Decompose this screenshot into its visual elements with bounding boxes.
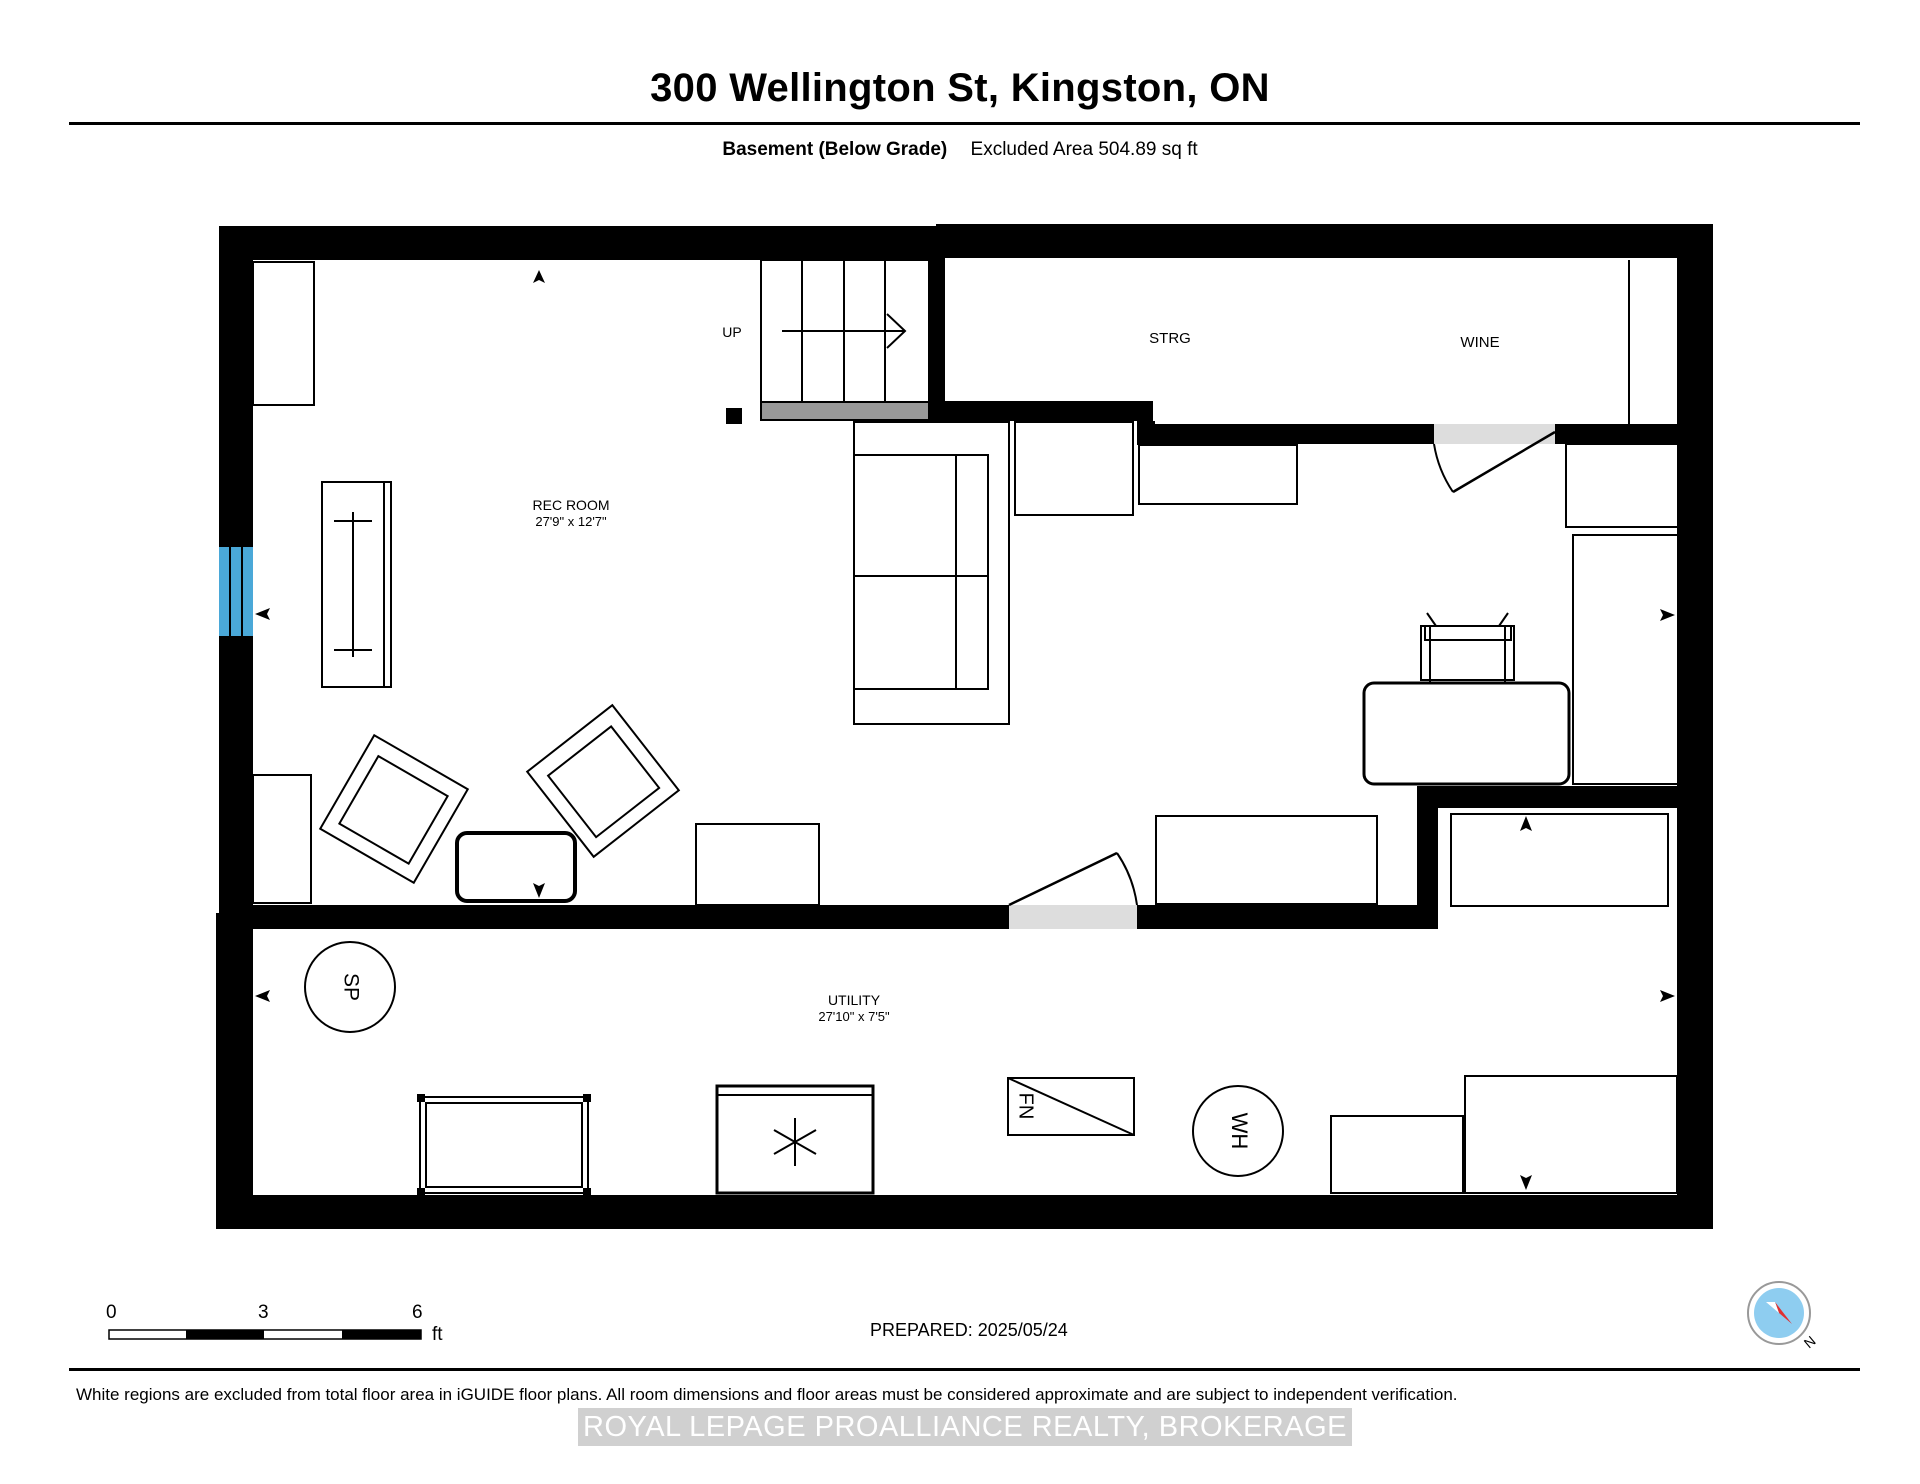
room-label-utility: UTILITY xyxy=(828,992,881,1008)
wall-bottom xyxy=(216,1195,1713,1229)
cabinet-right-top xyxy=(1565,443,1679,528)
property-address: 300 Wellington St, Kingston, ON xyxy=(650,66,1270,110)
level-info: Basement (Below Grade) Excluded Area 504… xyxy=(0,139,1920,161)
cabinet-center xyxy=(1014,421,1134,516)
wall-strg-top xyxy=(936,224,1713,258)
cabinet-top-left xyxy=(252,261,315,406)
tv-console xyxy=(321,481,392,688)
side-cabinet xyxy=(695,823,820,906)
furnace-label: FN xyxy=(1015,1093,1037,1120)
utility-cabinet-large xyxy=(1464,1075,1678,1194)
sump-pump xyxy=(304,941,396,1033)
view-marker xyxy=(533,270,545,283)
footer-divider xyxy=(69,1368,1860,1371)
area-note: Excluded Area 504.89 sq ft xyxy=(970,139,1198,160)
wall-strg-bottom-left xyxy=(929,401,1153,421)
view-marker xyxy=(255,608,270,620)
scale-unit: ft xyxy=(432,1324,443,1345)
water-heater xyxy=(1192,1085,1284,1177)
scale-tick-3: 3 xyxy=(258,1302,269,1323)
cabinet-bottom-left xyxy=(252,774,312,904)
laundry-tub xyxy=(417,1094,591,1196)
utility-cabinet-small xyxy=(1330,1115,1464,1194)
view-marker xyxy=(255,990,270,1002)
wall-closet-left xyxy=(1417,786,1438,929)
wall-strg-bottom xyxy=(1137,424,1434,444)
compass-icon: N xyxy=(1747,1281,1819,1352)
wall-closet-top xyxy=(1417,786,1680,808)
counter-upper xyxy=(1138,444,1298,505)
view-marker xyxy=(1660,609,1675,621)
wall-right xyxy=(1677,224,1713,1228)
scale-tick-0: 0 xyxy=(106,1302,117,1323)
column-post xyxy=(726,408,742,424)
window xyxy=(219,547,253,636)
sump-pump-label: SP xyxy=(339,973,362,1001)
desk xyxy=(1362,612,1571,786)
utility-fixtures xyxy=(304,941,1678,1196)
door-utility xyxy=(1008,851,1138,929)
stairs-landing xyxy=(760,401,930,421)
room-label-rec: REC ROOM xyxy=(533,497,610,513)
compass-north-label: N xyxy=(1801,1333,1819,1352)
window-pane xyxy=(219,547,253,636)
view-marker xyxy=(533,883,545,898)
armchair-right xyxy=(525,703,681,859)
door-wine xyxy=(1433,424,1556,494)
closet-shelf xyxy=(1450,813,1669,907)
armchair-left xyxy=(318,733,470,885)
wall-strg-bottom-right xyxy=(1555,424,1680,444)
brokerage-watermark: ROYAL LEPAGE PROALLIANCE REALTY, BROKERA… xyxy=(578,1408,1352,1446)
cabinet-lower-right xyxy=(1155,815,1378,905)
stairs-label: UP xyxy=(722,324,741,340)
disclaimer-text: White regions are excluded from total fl… xyxy=(76,1385,1458,1404)
room-label-strg: STRG xyxy=(1149,330,1191,347)
room-dims-utility: 27'10" x 7'5" xyxy=(818,1009,890,1024)
wall-left-utility xyxy=(216,913,250,1229)
wall-stair-right xyxy=(929,258,945,401)
furnace xyxy=(1007,1077,1135,1136)
level-name: Basement (Below Grade) xyxy=(722,139,948,160)
view-markers xyxy=(255,270,1675,1190)
view-marker xyxy=(1660,990,1675,1002)
sofa xyxy=(853,421,1010,725)
freezer xyxy=(715,1084,875,1195)
stairs xyxy=(760,259,930,421)
view-marker xyxy=(1520,1175,1532,1190)
scale-tick-6: 6 xyxy=(412,1302,423,1323)
scale-bar xyxy=(108,1329,422,1340)
wall-rec-bottom xyxy=(250,905,1009,929)
water-heater-label: WH xyxy=(1227,1113,1252,1150)
interior-walls xyxy=(250,258,1680,929)
exterior-walls xyxy=(216,224,1713,1229)
cabinet-right-tall xyxy=(1572,534,1679,785)
prepared-date: PREPARED: 2025/05/24 xyxy=(870,1320,1068,1340)
view-marker xyxy=(1520,816,1532,831)
ottoman xyxy=(455,831,577,903)
wall-rec-top xyxy=(219,226,936,260)
header-divider xyxy=(69,122,1860,125)
rec-room-furniture xyxy=(252,261,1679,907)
wall-utility-top-right xyxy=(1137,905,1438,929)
room-dims-rec: 27'9" x 12'7" xyxy=(535,514,607,529)
room-label-wine: WINE xyxy=(1460,334,1499,351)
